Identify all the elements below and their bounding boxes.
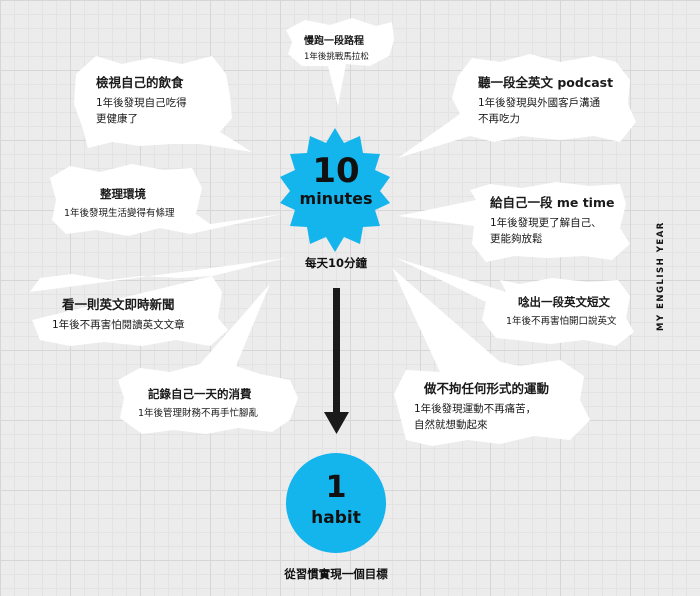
bubble-shape-speak [396, 258, 634, 346]
top-badge-number: 10 [312, 151, 360, 191]
bubble-metime-desc-1: 1年後發現更了解自己、 [490, 217, 602, 229]
bubble-shape-tidy [50, 164, 282, 236]
bubble-jog-desc: 1年後挑戰馬拉松 [304, 52, 369, 62]
bubble-speak-desc: 1年後不再害怕開口說英文 [506, 316, 617, 327]
top-badge-unit: minutes [299, 189, 373, 208]
bubble-podcast: 聽一段全英文 podcast 1年後發現與外國客戶溝通 不再吃力 [478, 72, 613, 127]
bubble-tidy-desc: 1年後發現生活變得有條理 [64, 208, 175, 219]
bubble-podcast-title: 聽一段全英文 podcast [478, 75, 614, 90]
bubble-news-title: 看一則英文即時新聞 [62, 297, 175, 312]
bubble-tidy: 整理環境 1年後發現生活變得有條理 [64, 186, 175, 221]
bottom-badge-number: 1 [325, 470, 347, 505]
bottom-badge-circle [286, 453, 386, 553]
arrow-head [324, 412, 349, 434]
bubble-exercise-desc-1: 1年後發現運動不再痛苦， [414, 403, 537, 415]
bubble-metime: 給自己一段 me time 1年後發現更了解自己、 更能夠放鬆 [490, 192, 614, 247]
bubble-shape-exercise [392, 268, 590, 446]
bubble-speak: 唸出一段英文短文 1年後不再害怕開口說英文 [506, 294, 617, 329]
bubble-shape-diet [74, 56, 252, 152]
top-badge-caption: 每天10分鐘 [304, 256, 367, 270]
bottom-badge-unit: habit [311, 508, 361, 528]
bubble-news: 看一則英文即時新聞 1年後不再害怕閱讀英文文章 [52, 294, 185, 333]
bottom-badge-caption: 從習慣實現一個目標 [284, 567, 388, 581]
bubble-spend-desc: 1年後管理財務不再手忙腳亂 [138, 408, 259, 419]
bubble-shape-podcast [398, 54, 636, 158]
bubble-diet: 檢視自己的飲食 1年後發現自己吃得 更健康了 [96, 72, 187, 127]
bubble-exercise-desc-2: 自然就想動起來 [414, 419, 488, 431]
bubble-tidy-title: 整理環境 [100, 187, 146, 201]
bubble-podcast-desc-1: 1年後發現與外國客戶溝通 [478, 97, 601, 109]
bubble-news-desc: 1年後不再害怕閱讀英文文章 [52, 319, 185, 331]
side-label: MY ENGLISH YEAR [656, 221, 666, 331]
bubble-diet-desc-2: 更健康了 [96, 113, 138, 125]
bubble-spend-title: 記錄自己一天的消費 [148, 387, 252, 401]
bubble-shape-jog [286, 18, 394, 106]
bubble-shape-metime [398, 182, 630, 262]
bubble-diet-desc-1: 1年後發現自己吃得 [96, 97, 187, 109]
bubble-metime-title: 給自己一段 me time [490, 195, 615, 210]
bubble-exercise: 做不拘任何形式的運動 1年後發現運動不再痛苦， 自然就想動起來 [414, 378, 549, 433]
bubble-jog-title: 慢跑一段路程 [304, 36, 364, 47]
bubble-speak-title: 唸出一段英文短文 [518, 295, 610, 309]
arrow-shaft [333, 288, 340, 414]
bubble-metime-desc-2: 更能夠放鬆 [490, 233, 543, 245]
top-badge-seal [280, 128, 390, 252]
bubble-exercise-title: 做不拘任何形式的運動 [424, 381, 550, 396]
bubble-jog: 慢跑一段路程 1年後挑戰馬拉松 [304, 32, 369, 65]
bubble-diet-title: 檢視自己的飲食 [96, 75, 184, 90]
bubble-shape-news [30, 258, 286, 346]
bubble-shape-spend [118, 284, 298, 434]
bubble-podcast-desc-2: 不再吃力 [478, 113, 520, 125]
bubble-spend: 記錄自己一天的消費 1年後管理財務不再手忙腳亂 [138, 386, 258, 421]
